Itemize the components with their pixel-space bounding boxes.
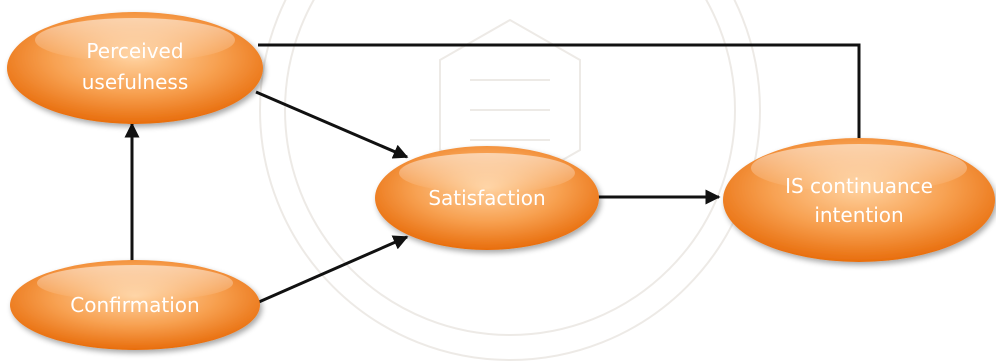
node-confirmation: Confirmation	[10, 260, 260, 350]
watermark-seal	[259, 0, 761, 361]
node-label-is-continuance-intention-line-1: IS continuance	[785, 174, 933, 198]
edge-perceived-usefulness-to-satisfaction	[255, 90, 409, 159]
edge-confirmation-to-satisfaction	[251, 235, 409, 307]
node-label-confirmation: Confirmation	[70, 293, 199, 317]
edges	[124, 43, 867, 307]
node-perceived-usefulness: Perceived usefulness	[7, 12, 263, 124]
node-label-perceived-usefulness-line-2: usefulness	[82, 70, 189, 94]
node-label-is-continuance-intention-line-2: intention	[814, 203, 903, 227]
node-is-continuance-intention: IS continuance intention	[723, 138, 995, 262]
node-label-satisfaction: Satisfaction	[428, 186, 545, 210]
node-label-perceived-usefulness-line-1: Perceived	[86, 39, 183, 63]
edge-perceived-usefulness-to-is-continuance-intention	[258, 43, 867, 162]
node-satisfaction: Satisfaction	[375, 146, 599, 250]
